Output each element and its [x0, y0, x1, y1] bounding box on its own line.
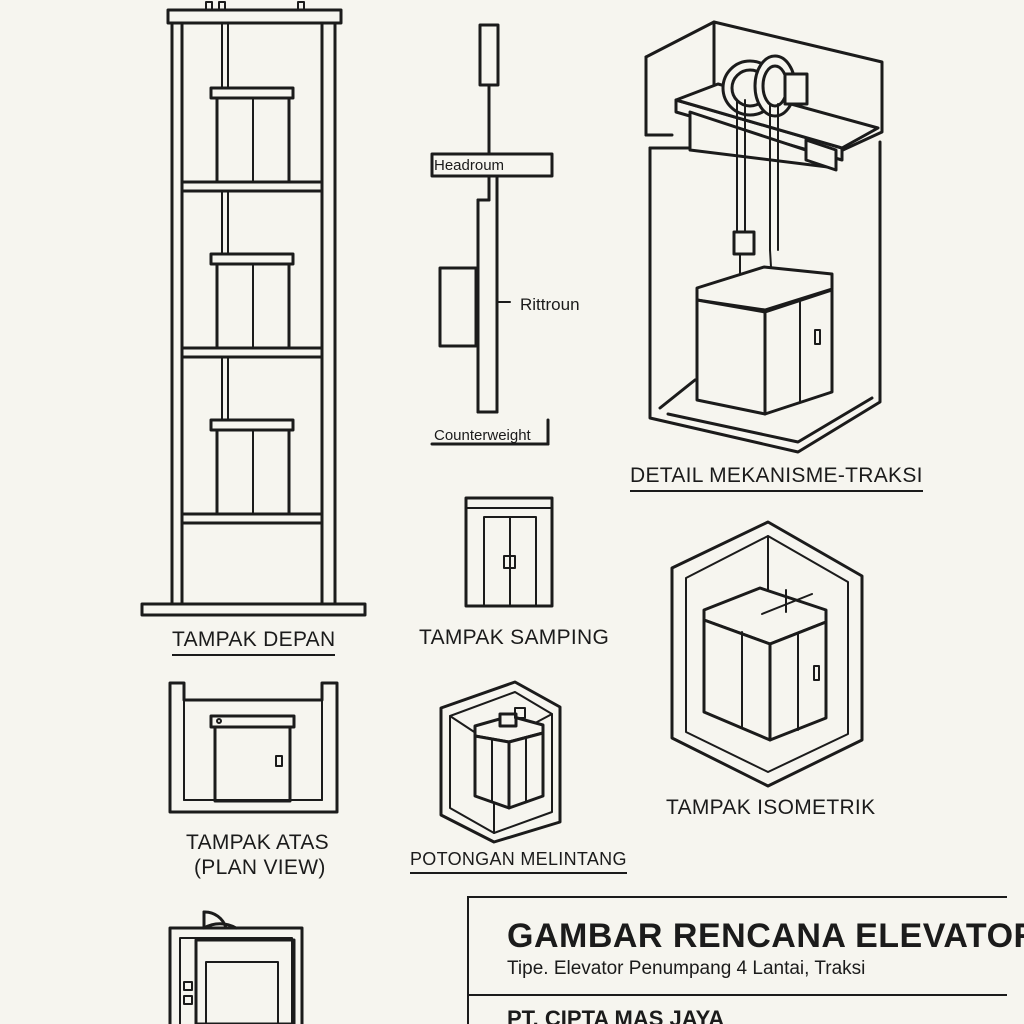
company-name: PT. CIPTA MAS JAYA	[507, 1006, 725, 1024]
counterweight-label: Counterweight	[434, 427, 531, 444]
title-block-divider	[469, 994, 1007, 996]
top-view-caption-line2: (PLAN VIEW)	[194, 856, 326, 879]
cross-section-drawing	[439, 680, 562, 844]
drawing-title: GAMBAR RENCANA ELEVATOR	[507, 917, 1024, 955]
plan-detail-drawing	[168, 910, 304, 1024]
front-view-caption: TAMPAK DEPAN	[172, 629, 336, 656]
front-view-drawing	[140, 1, 367, 617]
headroom-label: Headroum	[434, 157, 505, 174]
isometric-view-caption: TAMPAK ISOMETRIK	[666, 796, 876, 819]
cross-section-caption: POTONGAN MELINTANG	[410, 850, 627, 874]
side-view-caption: TAMPAK SAMPING	[419, 626, 610, 649]
side-section-drawing	[430, 23, 554, 446]
top-view-caption-line1: TAMPAK ATAS	[186, 831, 329, 854]
traction-detail-drawing	[644, 20, 884, 454]
title-block: GAMBAR RENCANA ELEVATOR Tipe. Elevator P…	[467, 896, 1024, 1024]
traction-detail-caption: DETAIL MEKANISME-TRAKSI	[630, 465, 923, 492]
isometric-view-drawing	[670, 520, 864, 788]
side-view-drawing	[464, 496, 554, 608]
rail-label: Rittroun	[520, 295, 580, 314]
drawing-subtitle: Tipe. Elevator Penumpang 4 Lantai, Traks…	[507, 958, 866, 979]
top-view-drawing	[168, 681, 339, 814]
